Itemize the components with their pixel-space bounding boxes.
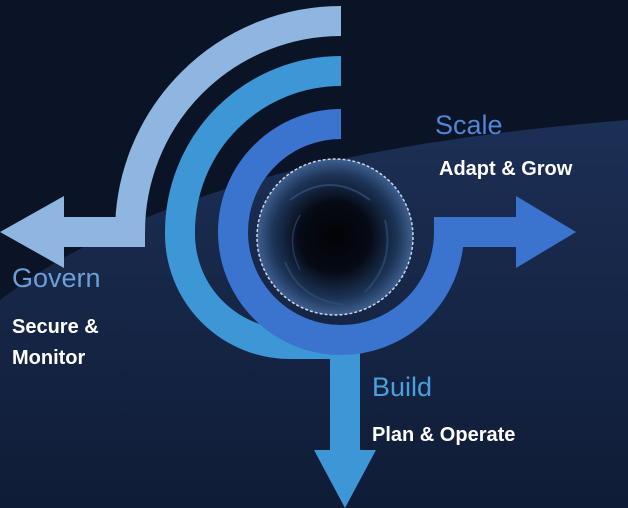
build-arrow-head: [314, 450, 376, 508]
scale-arrow-head: [516, 196, 576, 268]
build-arrow-arc: [165, 56, 360, 450]
dark-swirl-orb-icon: [256, 158, 414, 316]
build-subtitle: Plan & Operate: [372, 424, 516, 446]
scale-subtitle: Adapt & Grow: [439, 158, 573, 180]
scale-arrow-arc: [218, 109, 516, 355]
scale-title: Scale: [435, 110, 503, 140]
govern-arrow-arc: [64, 6, 342, 247]
govern-subtitle-line-2: Monitor: [12, 347, 86, 369]
govern-arrow-head: [0, 196, 64, 268]
govern-title: Govern: [12, 263, 101, 293]
govern-subtitle-line-1: Secure &: [12, 316, 99, 338]
build-title: Build: [372, 372, 433, 402]
